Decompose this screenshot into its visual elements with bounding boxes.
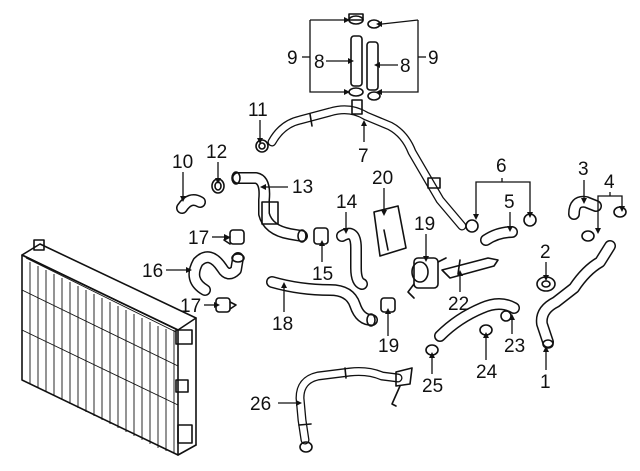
- callout-25: 25: [422, 376, 443, 397]
- callout-10: 10: [172, 152, 193, 173]
- callout-labels: 9 8 8 9 11 7 10 12 13 20 6 3 4 14 5 17 1…: [142, 48, 615, 415]
- callout-4: 4: [604, 172, 615, 193]
- callout-11: 11: [248, 100, 268, 121]
- callout-12: 12: [206, 142, 227, 163]
- callout-19: 19: [378, 336, 399, 357]
- part-20-pump: [407, 257, 447, 299]
- callout-17-upper: 17: [188, 228, 209, 249]
- part-18-hose: [266, 276, 378, 327]
- callout-15: 15: [312, 264, 333, 285]
- callout-6: 6: [496, 156, 507, 177]
- part-5-hose: [480, 226, 518, 246]
- part-16-hose: [188, 251, 245, 296]
- callout-13: 13: [292, 177, 313, 198]
- callout-18: 18: [272, 314, 293, 335]
- callout-8-right: 8: [400, 56, 411, 77]
- part-21-bracket: [373, 205, 407, 257]
- callout-2: 2: [540, 242, 551, 263]
- leader-lines: [166, 19, 623, 404]
- callout-22: 22: [448, 294, 469, 315]
- callout-24: 24: [476, 362, 498, 383]
- callout-1: 1: [540, 372, 551, 393]
- callout-21: 20: [372, 168, 393, 189]
- part-1-hose: [535, 240, 616, 349]
- callout-5: 5: [504, 192, 515, 213]
- part-22-bracket: [441, 257, 499, 279]
- callout-8-left: 8: [314, 52, 325, 73]
- callout-7: 7: [358, 146, 369, 167]
- callout-16: 16: [142, 261, 163, 282]
- part-3-elbow: [568, 195, 602, 220]
- part-26-pipe: [295, 367, 413, 453]
- callout-14: 14: [336, 192, 358, 213]
- part-15-clamp: [313, 227, 329, 245]
- callout-20: 19: [414, 214, 435, 235]
- radiator: [21, 239, 197, 456]
- callout-9-right: 9: [428, 48, 439, 69]
- callout-23: 23: [504, 336, 525, 357]
- part-11-clamp: [255, 139, 269, 153]
- part-10-elbow: [176, 194, 206, 214]
- callout-17-lower: 17: [180, 296, 201, 317]
- callout-9-left: 9: [287, 48, 298, 69]
- part-13-hose: [231, 171, 308, 243]
- part-14-hose: [336, 227, 368, 290]
- part-7-pipe: [267, 99, 467, 231]
- callout-26: 26: [250, 394, 271, 415]
- arrowheads: [180, 17, 625, 406]
- callout-3: 3: [578, 159, 589, 180]
- part-4-clamps: [581, 206, 627, 242]
- part-9-clamps: [348, 13, 381, 101]
